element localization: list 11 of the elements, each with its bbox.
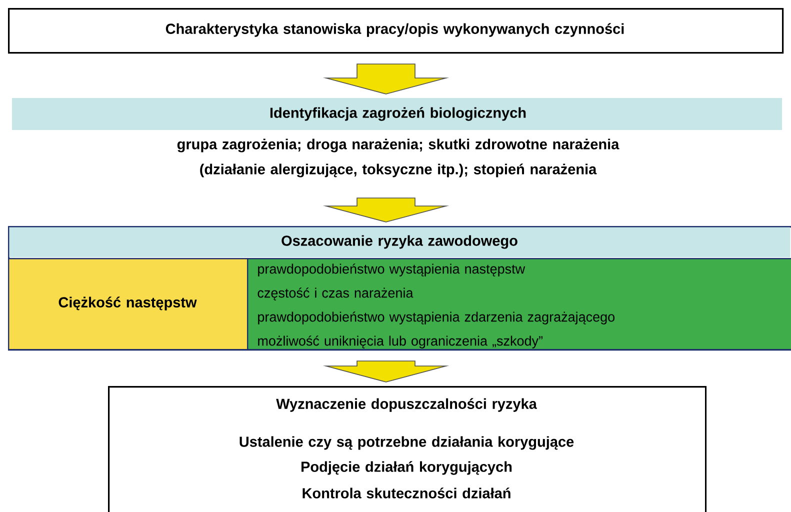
block-arrow — [322, 64, 450, 94]
process-box: Charakterystyka stanowiska pracy/opis wykonywanych czynności — [8, 8, 784, 54]
severity-cell: Ciężkość następstw — [8, 258, 248, 350]
block-arrow — [322, 198, 450, 222]
assessment-panel — [8, 226, 791, 351]
step-section: Identyfikacja zagrożeń biologicznych grupa zagrożenia; droga narażenia; skutki zdrowotne narażenia (działanie alergizujące, toksyczne itp.); stopień narażenia — [12, 98, 782, 178]
node-label: grupa zagrożenia; droga narażenia; skutki zdrowotne narażenia (działanie alergizujące, toksyczne itp.); stopień narażenia — [177, 138, 620, 178]
result-box: Wyznaczenie dopuszczalności ryzyka Ustalenie czy są potrzebne działania korygujące Podjęcie działań korygujących Kontrola skuteczności działań — [108, 386, 707, 512]
block-arrow — [322, 360, 450, 382]
factors-cell: prawdopodobieństwo wystąpienia następstw częstość i czas narażenia prawdopodobieństwo wystąpienia zdarzenia zagrażającego możliwość uniknięcia lub ograniczenia „szkody” — [247, 258, 791, 350]
header-band: Oszacowanie ryzyka zawodowego — [9, 227, 790, 258]
